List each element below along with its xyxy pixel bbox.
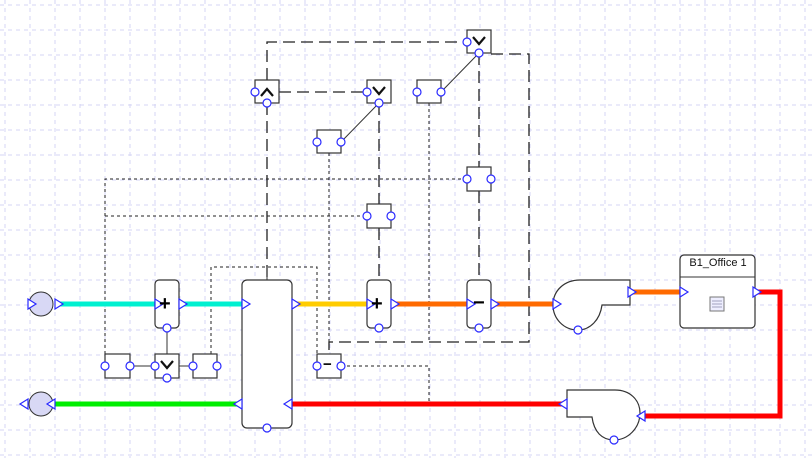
- node-port[interactable]: [386, 211, 396, 221]
- duct-port[interactable]: [154, 297, 165, 311]
- controllers[interactable]: [104, 29, 492, 379]
- preheat-plus-icon: +: [159, 293, 171, 315]
- duct-port[interactable]: [679, 285, 690, 299]
- node-port[interactable]: [474, 323, 484, 333]
- supply-fan[interactable]: [552, 279, 631, 331]
- duct-port[interactable]: [18, 397, 29, 411]
- duct-port[interactable]: [232, 397, 243, 411]
- return-air-duct[interactable]: [645, 289, 783, 419]
- heat-recovery-unit[interactable]: [241, 279, 293, 429]
- chevron-icons: [160, 36, 486, 370]
- node-port[interactable]: [336, 137, 346, 147]
- controller-minus-icon: −: [323, 356, 332, 373]
- node-port[interactable]: [374, 323, 384, 333]
- node-port[interactable]: [462, 174, 472, 184]
- duct-port[interactable]: [241, 297, 252, 311]
- return-fan[interactable]: [566, 389, 641, 441]
- control-lines-long-dash: [266, 41, 530, 354]
- node-port[interactable]: [262, 98, 272, 108]
- node-port[interactable]: [362, 211, 372, 221]
- node-port[interactable]: [162, 323, 172, 333]
- duct-port[interactable]: [45, 397, 56, 411]
- node-port[interactable]: [573, 325, 583, 335]
- ports: [18, 37, 763, 445]
- duct-port[interactable]: [552, 297, 563, 311]
- node-port[interactable]: [125, 361, 135, 371]
- node-port[interactable]: [250, 87, 260, 97]
- node-port[interactable]: [462, 37, 472, 47]
- node-port[interactable]: [312, 137, 322, 147]
- node-port[interactable]: [188, 361, 198, 371]
- node-port[interactable]: [436, 87, 446, 97]
- duct-port[interactable]: [27, 297, 38, 311]
- node-port[interactable]: [374, 98, 384, 108]
- node-port[interactable]: [262, 423, 272, 433]
- duct-port[interactable]: [178, 297, 189, 311]
- cooling-minus-icon: −: [473, 292, 485, 314]
- node-port[interactable]: [100, 361, 110, 371]
- node-port[interactable]: [609, 435, 619, 445]
- duct-port[interactable]: [635, 409, 646, 423]
- node-port[interactable]: [150, 361, 160, 371]
- node-port[interactable]: [474, 48, 484, 58]
- duct-port[interactable]: [466, 297, 477, 311]
- node-port[interactable]: [362, 87, 372, 97]
- duct-port[interactable]: [366, 297, 377, 311]
- duct-port[interactable]: [390, 297, 401, 311]
- duct-port[interactable]: [490, 297, 501, 311]
- node-port[interactable]: [162, 373, 172, 383]
- node-port[interactable]: [336, 361, 346, 371]
- duct-port[interactable]: [752, 285, 763, 299]
- node-port[interactable]: [412, 87, 422, 97]
- duct-port[interactable]: [291, 297, 302, 311]
- node-port[interactable]: [212, 361, 222, 371]
- node-port[interactable]: [486, 174, 496, 184]
- duct-port[interactable]: [557, 397, 568, 411]
- duct-port[interactable]: [282, 397, 293, 411]
- node-port[interactable]: [312, 361, 322, 371]
- zone-label: B1_Office 1: [689, 257, 747, 269]
- duct-port[interactable]: [627, 285, 638, 299]
- duct-port[interactable]: [54, 297, 65, 311]
- heating-plus-icon: +: [371, 293, 383, 315]
